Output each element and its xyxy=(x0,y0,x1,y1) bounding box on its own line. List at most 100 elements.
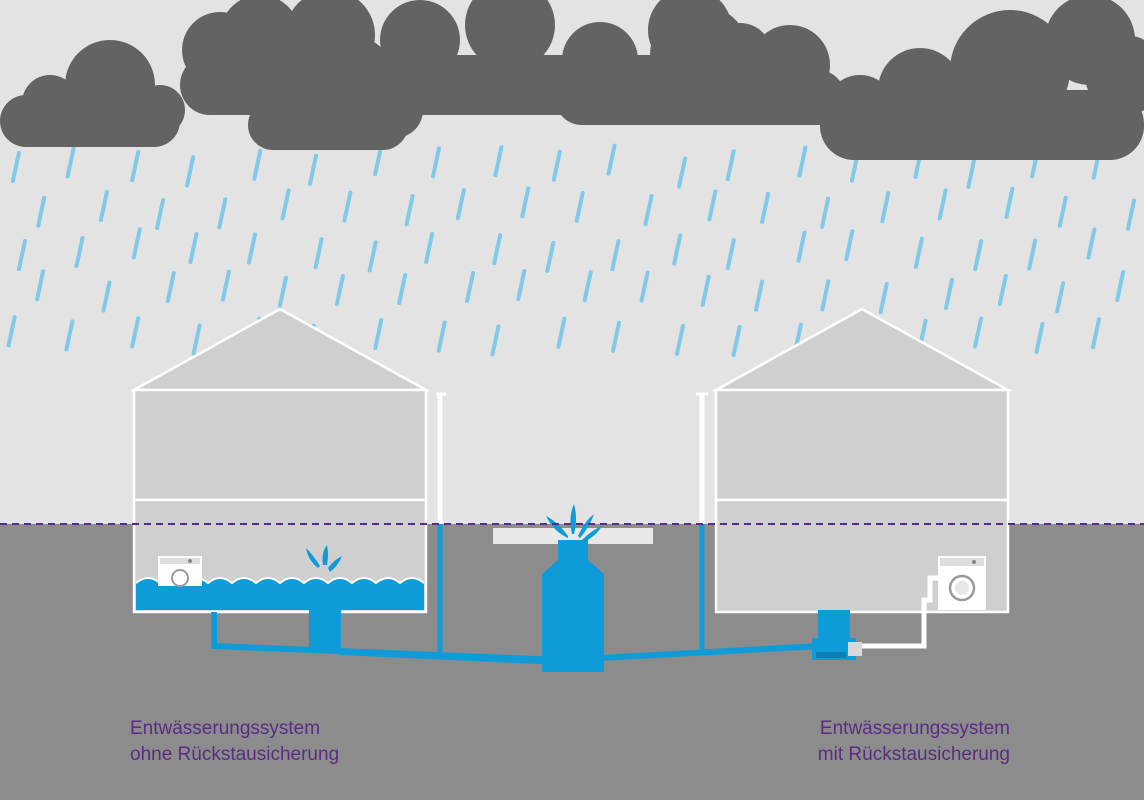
raindrop-icon xyxy=(342,190,353,223)
raindrop-icon xyxy=(611,320,621,353)
raindrop-icon xyxy=(1027,238,1038,271)
raindrop-icon xyxy=(367,240,378,273)
storm-cloud-icon xyxy=(820,0,1144,160)
raindrop-icon xyxy=(308,153,318,186)
raindrop-icon xyxy=(731,324,742,357)
raindrop-icon xyxy=(98,189,109,222)
raindrop-icon xyxy=(220,269,231,302)
raindrop-icon xyxy=(639,270,650,303)
raindrop-icon xyxy=(880,191,891,224)
raindrop-icon xyxy=(277,275,288,308)
raindrop-icon xyxy=(878,282,889,314)
raindrop-icon xyxy=(820,279,831,312)
raindrop-icon xyxy=(455,188,466,221)
raindrop-icon xyxy=(490,324,501,357)
raindrop-icon xyxy=(672,233,683,266)
raindrop-icon xyxy=(1004,186,1015,219)
raindrop-icon xyxy=(725,238,736,271)
raindrop-icon xyxy=(551,149,562,182)
raindrop-icon xyxy=(944,277,954,310)
caption-right-line2: mit Rückstausicherung xyxy=(817,744,1010,765)
raindrop-icon xyxy=(1091,317,1101,350)
appliance-drain-hose xyxy=(858,575,938,649)
raindrop-icon xyxy=(191,323,202,356)
raindrop-icon xyxy=(436,320,447,353)
raindrop-icon xyxy=(404,194,415,227)
raindrop-icon xyxy=(155,198,166,230)
raindrop-icon xyxy=(217,197,228,230)
raindrop-icon xyxy=(582,270,593,303)
raindrop-icon xyxy=(130,316,141,349)
raindrop-icon xyxy=(64,319,75,352)
raindrop-icon xyxy=(675,323,685,356)
raindrop-icon xyxy=(520,186,531,219)
raindrop-icon xyxy=(373,318,384,350)
raindrop-icon xyxy=(760,191,771,224)
water-splash-icon xyxy=(546,504,602,542)
house-with-backflow-protection xyxy=(696,307,1013,660)
raindrop-icon xyxy=(185,155,196,188)
basement-flood-water xyxy=(136,578,424,610)
raindrop-icon xyxy=(545,240,556,273)
raindrop-icon xyxy=(844,229,855,262)
sewer-shaft xyxy=(542,540,604,672)
raindrop-icon xyxy=(556,316,567,349)
raindrop-icon xyxy=(606,143,617,176)
raindrop-icon xyxy=(17,239,27,271)
raindrop-icon xyxy=(913,236,924,269)
raindrop-icon xyxy=(797,145,808,178)
caption-without-protection: Entwässerungssystem ohne Rückstausicheru… xyxy=(130,716,339,768)
raindrop-icon xyxy=(700,274,711,307)
raindrop-icon xyxy=(973,239,984,272)
raindrop-icon xyxy=(820,196,831,229)
raindrop-icon xyxy=(247,232,257,265)
raindrop-icon xyxy=(188,232,199,264)
raindrop-icon xyxy=(6,315,17,348)
raindrop-icon xyxy=(493,145,504,178)
raindrop-icon xyxy=(465,270,476,303)
raindrop-icon xyxy=(35,269,46,302)
raindrop-icon xyxy=(130,150,141,183)
sewer-manhole xyxy=(339,504,821,672)
backflow-valve-icon xyxy=(812,638,862,660)
raindrop-icon xyxy=(1057,195,1068,228)
raindrop-icon xyxy=(424,232,435,264)
raindrop-icon xyxy=(65,146,76,179)
raindrop-icon xyxy=(796,230,807,263)
raindrop-icon xyxy=(1086,227,1097,260)
right-house-floors xyxy=(714,388,1010,502)
raindrop-icon xyxy=(313,237,324,270)
raindrop-icon xyxy=(1126,198,1136,231)
washing-machine-icon xyxy=(938,556,986,610)
storm-cloud-icon xyxy=(555,5,845,125)
raindrop-icon xyxy=(492,233,503,266)
raindrop-icon xyxy=(725,149,736,182)
storm-clouds xyxy=(0,0,1144,160)
raindrop-icon xyxy=(516,269,527,301)
raindrop-icon xyxy=(36,195,47,228)
raindrop-icon xyxy=(252,148,263,181)
caption-left-line1: Entwässerungssystem xyxy=(130,718,321,739)
raindrop-icon xyxy=(610,239,621,272)
water-splash-icon xyxy=(306,545,342,572)
raindrop-icon xyxy=(997,274,1008,306)
caption-left-line2: ohne Rückstausicherung xyxy=(130,744,340,765)
caption-with-protection: Entwässerungssystem mit Rückstausicherun… xyxy=(818,716,1010,768)
raindrop-icon xyxy=(397,273,408,306)
raindrop-icon xyxy=(754,279,765,312)
washing-machine-icon xyxy=(158,556,202,587)
raindrop-icon xyxy=(574,190,585,223)
raindrop-icon xyxy=(1115,270,1126,302)
raindrop-icon xyxy=(101,280,112,313)
raindrop-icon xyxy=(643,194,654,227)
raindrop-icon xyxy=(677,156,688,189)
raindrop-icon xyxy=(431,146,441,179)
raindrop-icon xyxy=(74,236,85,268)
raindrop-icon xyxy=(973,316,984,349)
caption-right-line1: Entwässerungssystem xyxy=(819,718,1010,739)
raindrop-icon xyxy=(1034,322,1045,354)
raindrop-icon xyxy=(10,150,21,183)
left-house-floors xyxy=(132,388,428,502)
street-cover xyxy=(493,528,653,544)
